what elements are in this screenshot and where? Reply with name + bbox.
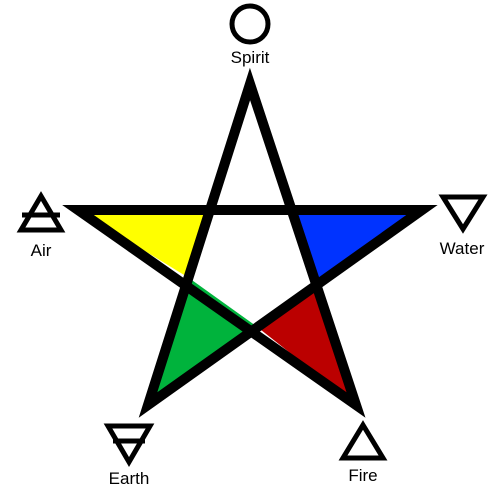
circle-icon [229,3,271,45]
earth-region [148,278,256,405]
air-triangle-icon [16,191,66,233]
air-label: Air [31,241,52,260]
fire-triangle-icon [338,420,388,461]
pentagram-outline [62,67,438,418]
spirit-label: Spirit [231,48,270,67]
water-label: Water [440,239,485,258]
earth-label: Earth [109,469,150,488]
earth-triangle-icon [103,423,155,467]
fire-label: Fire [348,466,377,485]
water-triangle-icon [438,194,488,234]
